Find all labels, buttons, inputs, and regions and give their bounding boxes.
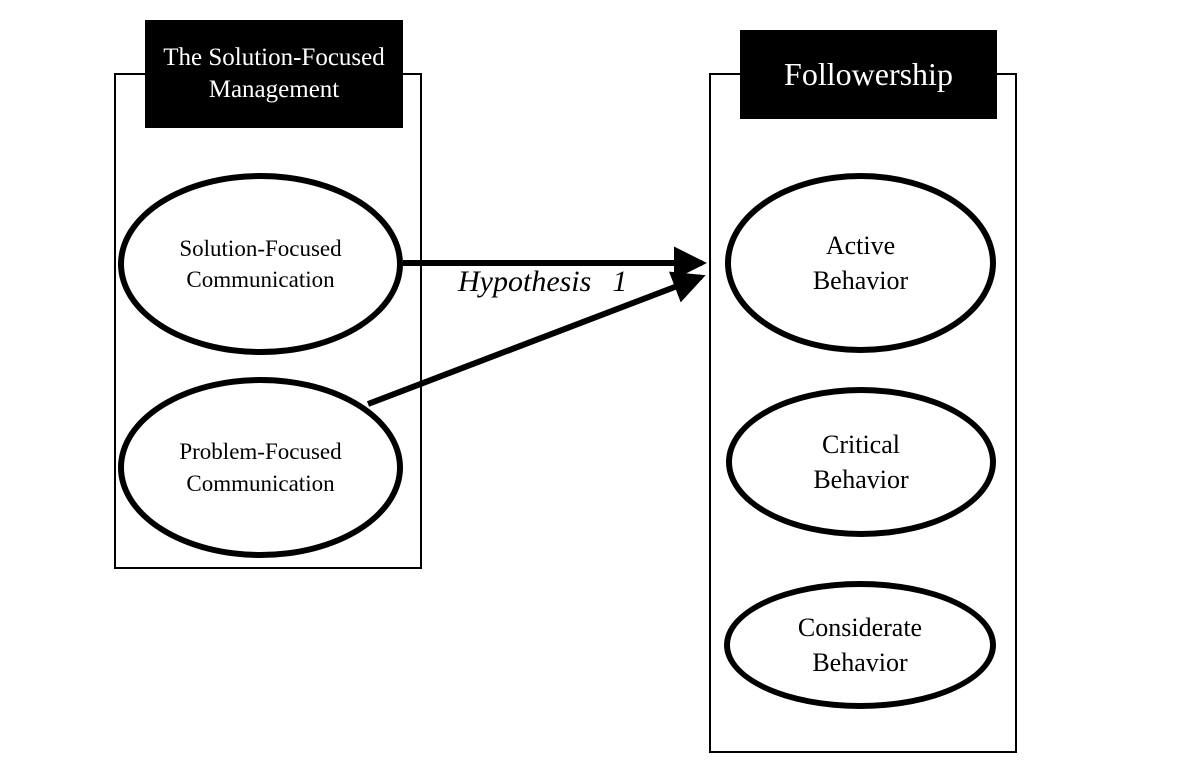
node-label: Active Behavior (812, 230, 909, 295)
node-label: Considerate Behavior (797, 612, 923, 677)
node-solution-focused-communication: Solution-Focused Communication (118, 173, 403, 355)
right-group-title: Followership (740, 30, 997, 119)
right-group-title-text: Followership (784, 56, 953, 92)
node-label: Critical Behavior (813, 429, 909, 494)
left-group-title-text: The Solution-Focused Management (163, 43, 385, 104)
node-label: Problem-Focused Communication (179, 439, 342, 496)
left-group-title: The Solution-Focused Management (145, 20, 403, 128)
node-label: Solution-Focused Communication (179, 235, 342, 292)
node-considerate-behavior: Considerate Behavior (724, 581, 996, 709)
node-critical-behavior: Critical Behavior (726, 387, 996, 537)
hypothesis-label: Hypothesis 1 (458, 265, 628, 298)
node-active-behavior: Active Behavior (725, 173, 996, 353)
node-problem-focused-communication: Problem-Focused Communication (118, 377, 403, 558)
